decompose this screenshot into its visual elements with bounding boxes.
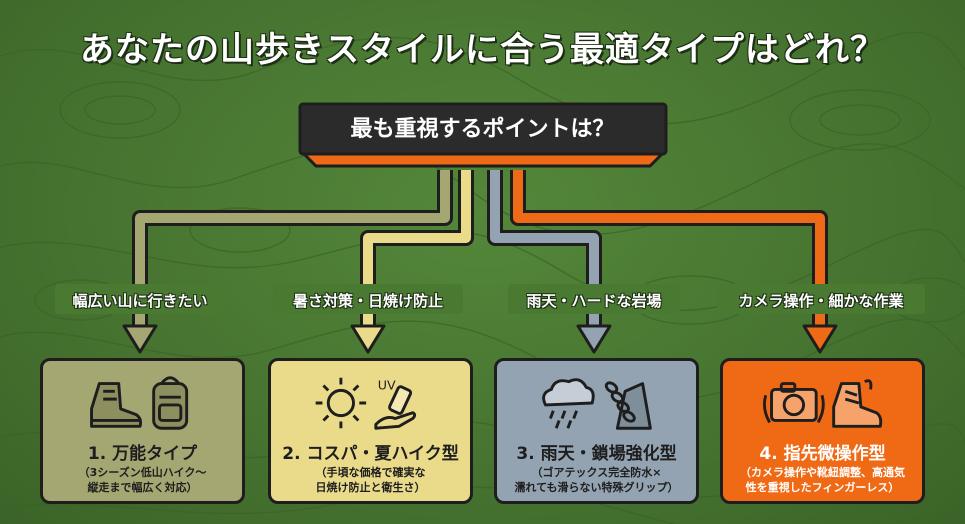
result-card-3: 3. 雨天・鎖場強化型 （ゴアテックス完全防水× 濡れても滑らない特殊グリップ） [494,358,699,504]
result-card-2: UV 2. コスパ・夏ハイク型 （手頃な価格で確実な 日焼け防止と衛生さ） [268,358,473,504]
arrow-head-1 [122,324,158,354]
page-title: あなたの山歩きスタイルに合う最適タイプはどれ？ [80,30,885,70]
sunscreen-uv-icon: UV [374,377,417,430]
result-card-4: 4. 指先微操作型 （カメラ操作や靴紐調整、高通気 性を重視したフィンガーレス） [720,358,925,504]
rain-cloud-icon [542,378,595,429]
arrow-head-4 [802,324,838,354]
question-label: 最も重視するポイントは？ [350,117,615,142]
card2-description: （手頃な価格で確実な 日焼け防止と衛生さ） [275,465,466,495]
card3-icons [542,378,652,430]
boot-lacing-icon [832,379,883,428]
card4-description: （カメラ操作や靴紐調整、高通気 性を重視したフィンガーレス） [727,465,918,495]
arrow-head-2 [350,324,386,354]
chain-rock-icon [604,381,652,430]
result-card-1: 1. 万能タイプ （3シーズン低山ハイク〜 縦走まで幅広く対応） [40,358,245,504]
condition-label-4: カメラ操作・細かな作業 [738,292,904,310]
card4-title: 4. 指先微操作型 [759,444,886,464]
condition-label-1: 幅広い山に行きたい [72,292,208,310]
card1-icons [90,376,189,430]
card2-icons: UV [315,377,417,430]
card2-desc-line2: 日焼け防止と衛生さ） [315,481,426,494]
card4-desc-line1: （カメラ操作や靴紐調整、高通気 [740,466,905,479]
question-box [298,102,668,168]
condition-label-3: 雨天・ハードな岩場 [526,292,662,310]
card1-description: （3シーズン低山ハイク〜 縦走まで幅広く対応） [47,465,238,495]
card3-desc-line2: 濡れても滑らない特殊グリップ） [514,481,679,494]
backpack-icon [152,376,189,430]
condition-label-2: 暑さ対策・日焼け防止 [292,292,443,310]
card4-desc-line2: 性を重視したフィンガーレス） [745,481,900,494]
card3-title: 3. 雨天・鎖場強化型 [516,444,677,464]
hiking-boot-icon [90,382,143,428]
svg-text:UV: UV [378,377,396,392]
card4-icons [762,379,883,428]
card1-title: 1. 万能タイプ [87,444,198,464]
arrow-head-3 [576,324,612,354]
camera-hands-icon [762,382,825,424]
card2-desc-line1: （手頃な価格で確実な [315,466,426,479]
card3-description: （ゴアテックス完全防水× 濡れても滑らない特殊グリップ） [501,465,692,495]
card2-title: 2. コスパ・夏ハイク型 [282,444,459,464]
card1-desc-line2: 縦走まで幅広く対応） [87,481,198,494]
card1-desc-line1: （3シーズン低山ハイク〜 [78,466,207,479]
card3-desc-line1: （ゴアテックス完全防水× [531,466,662,479]
sun-icon [315,377,367,429]
